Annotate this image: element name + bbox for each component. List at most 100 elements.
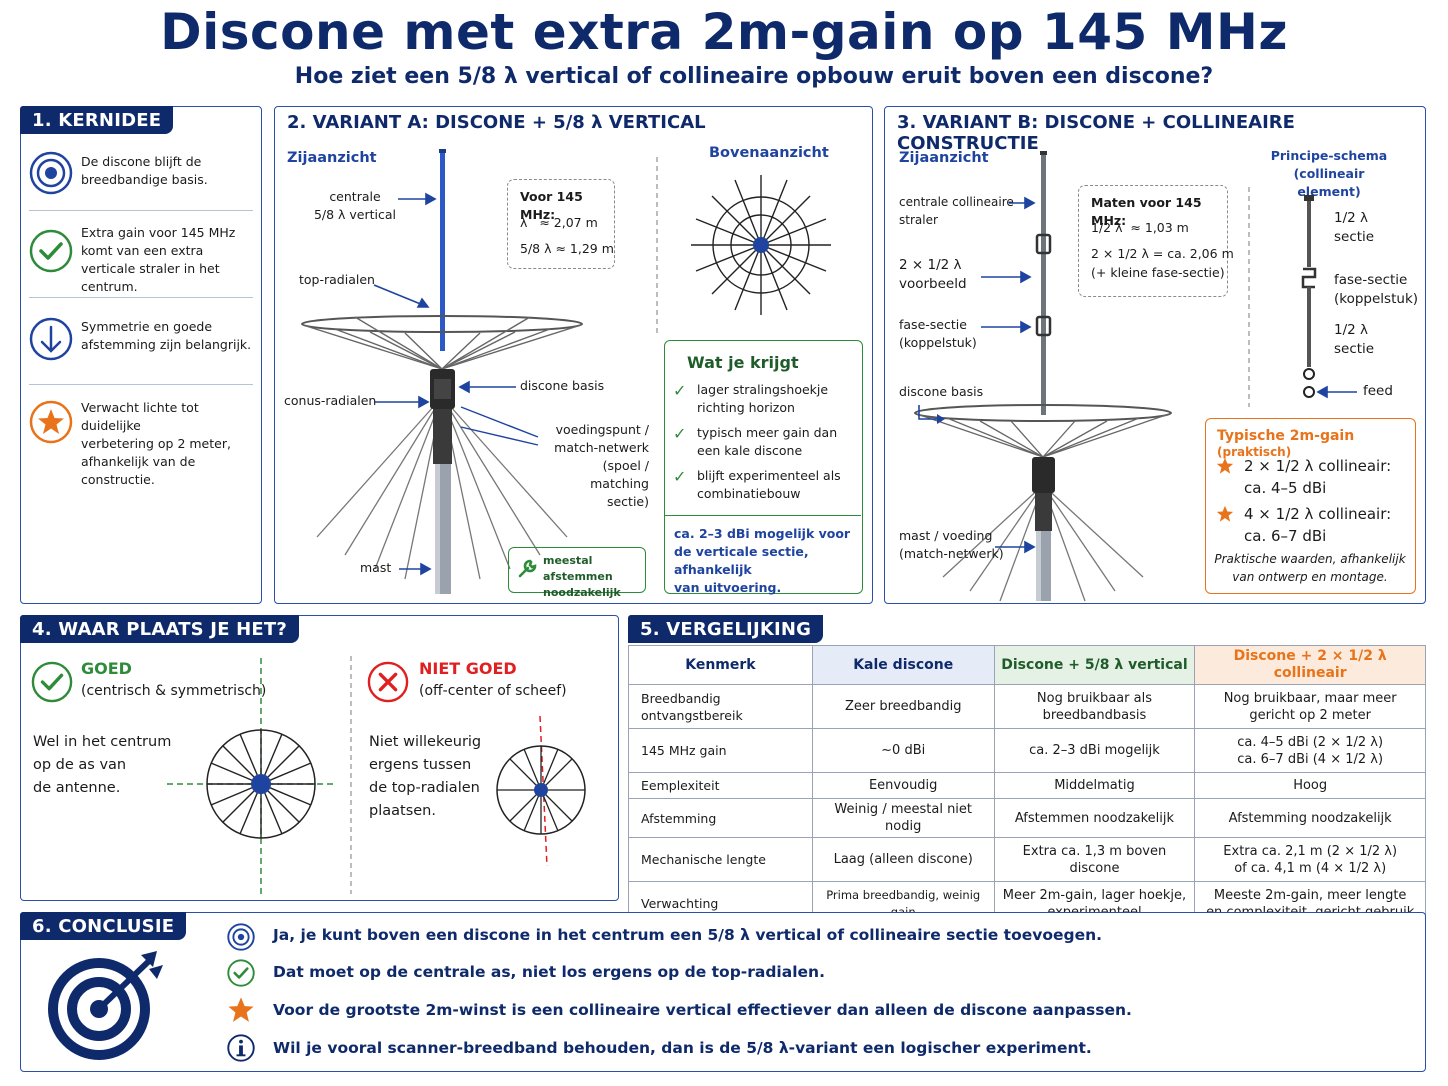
placement-panel: 4. WAAR PLAATS JE HET? GOED (centrisch &… (20, 615, 619, 901)
table-cell: Middelmatig (993, 772, 1196, 799)
label-phase-section: fase-sectie(koppelstuk) (899, 317, 977, 350)
check-icon: ✓ (673, 381, 687, 400)
table-cell: Nog bruikbaar, maar meer gericht op 2 me… (1194, 684, 1426, 729)
good-subtitle: (centrisch & symmetrisch) (81, 683, 267, 699)
divider (29, 297, 253, 298)
table-cell: Weinig / meestal niet nodig (811, 798, 995, 838)
conclusion-item-1: Ja, je kunt boven een discone in het cen… (273, 926, 1103, 944)
collinear-side-view (914, 151, 1357, 602)
arrow-down-circle-icon (29, 317, 73, 361)
check-circle-icon (29, 229, 73, 273)
wrench-icon (518, 559, 537, 578)
label-discone-base: discone basis (520, 378, 605, 393)
table-cell: ca. 4–5 dBi (2 × 1/2 λ) ca. 6–7 dBi (4 ×… (1194, 728, 1426, 773)
x-circle-icon (367, 661, 409, 703)
divider (29, 210, 253, 211)
comparison-table: Kenmerk Kale discone Discone + 5/8 λ ver… (628, 645, 1426, 926)
dims-box-b: Maten voor 145 MHz: 1/2 λ ≈ 1,03 m 2 × 1… (1078, 185, 1234, 297)
bad-subtitle: (off-center of scheef) (419, 683, 567, 699)
table-header-cell: Kenmerk (628, 645, 813, 685)
variant-b-header: 3. VARIANT B: DISCONE + COLLINEAIRE CONS… (897, 112, 1295, 154)
result-title: Wat je krijgt (687, 353, 799, 372)
table-cell: Prima breedbandig, weinig gain (811, 881, 995, 926)
check-circle-icon (227, 959, 255, 987)
divider (29, 384, 253, 385)
table-cell: Afstemming (628, 798, 813, 838)
label-feed-point: voedingspunt /match-netwerk(spoel / matc… (554, 422, 649, 509)
table-cell: Afstemmen noodzakelijk (993, 798, 1196, 838)
star-circle-icon (29, 400, 73, 444)
principle-feed: feed (1363, 383, 1393, 399)
table-header-cell: Discone + 5/8 λ vertical (993, 645, 1196, 685)
conclusion-panel: 6. CONCLUSIE Ja, je kunt boven een disco… (20, 912, 1426, 1072)
kernidee-header: 1. KERNIDEE (20, 106, 174, 134)
conclusion-item-2: Dat moet op de centrale as, niet los erg… (273, 963, 825, 981)
variant-a-header: 2. VARIANT A: DISCONE + 5/8 λ VERTICAL (287, 112, 706, 133)
label-cone-radials: conus-radialen (284, 393, 377, 408)
gain-item-1: 2 × 1/2 λ collineair:ca. 4–5 dBi (1244, 457, 1392, 497)
divider (665, 515, 861, 516)
table-cell: Eenvoudig (811, 772, 995, 799)
page-subtitle: Hoe ziet een 5/8 λ vertical of collineai… (294, 64, 1214, 89)
conclusion-item-3: Voor de grootste 2m-winst is een colline… (273, 1001, 1132, 1019)
table-cell: Zeer breedbandig (811, 684, 995, 729)
gain-title: Typische 2m-gain (praktisch) (1217, 428, 1355, 459)
target-icon (227, 923, 255, 951)
comparison-panel: 5. VERGELIJKING Kenmerk Kale discone Dis… (628, 615, 1426, 926)
conclusion-header: 6. CONCLUSIE (20, 912, 187, 940)
info-icon (227, 1034, 255, 1062)
table-cell: Eemplexiteit (628, 772, 813, 799)
table-header-cell: Kale discone (811, 645, 995, 685)
table-cell: Breedbandig ontvangstbereik (628, 684, 813, 729)
table-cell: ca. 2–3 dBi mogelijk (993, 728, 1196, 773)
table-cell: Extra ca. 2,1 m (2 × 1/2 λ) of ca. 4,1 m… (1194, 837, 1426, 882)
principle-phase: fase-sectie(koppelstuk) (1334, 272, 1419, 307)
check-icon: ✓ (673, 467, 687, 486)
gain-item-2: 4 × 1/2 λ collineair:ca. 6–7 dBi (1244, 505, 1392, 545)
variant-b-side-title: Zijaanzicht (899, 150, 989, 166)
check-icon: ✓ (673, 424, 687, 443)
star-icon (228, 997, 254, 1022)
comparison-header: 5. VERGELIJKING (628, 615, 824, 643)
label-mast: mast (360, 560, 392, 575)
variant-a-side-title: Zijaanzicht (287, 150, 377, 166)
dims-box-a: Voor 145 MHz: λ ≈ 2,07 m 5/8 λ ≈ 1,29 m (507, 179, 615, 269)
bullseye-arrow-icon (48, 951, 163, 1060)
variant-a-panel: 2. VARIANT A: DISCONE + 5/8 λ VERTICAL Z… (274, 106, 873, 604)
table-cell: Laag (alleen discone) (811, 837, 995, 882)
star-icon (1216, 457, 1234, 474)
target-icon (29, 151, 73, 195)
table-cell: Nog bruikbaar als breedbandbasis (993, 684, 1196, 729)
variant-a-top-title: Bovenaanzicht (709, 145, 829, 161)
check-circle-icon (31, 661, 73, 703)
star-icon (1216, 505, 1234, 522)
table-header-cell: Discone + 2 × 1/2 λ collineair (1194, 645, 1426, 685)
good-title: GOED (81, 659, 132, 678)
good-placement-diagram (167, 656, 586, 894)
label-discone-base-b: discone basis (899, 384, 984, 399)
table-cell: Afstemming noodzakelijk (1194, 798, 1426, 838)
discone-side-view-a (301, 149, 831, 594)
conclusion-item-4: Wil je vooral scanner-breedband behouden… (273, 1039, 1092, 1057)
placement-header: 4. WAAR PLAATS JE HET? (20, 615, 300, 643)
